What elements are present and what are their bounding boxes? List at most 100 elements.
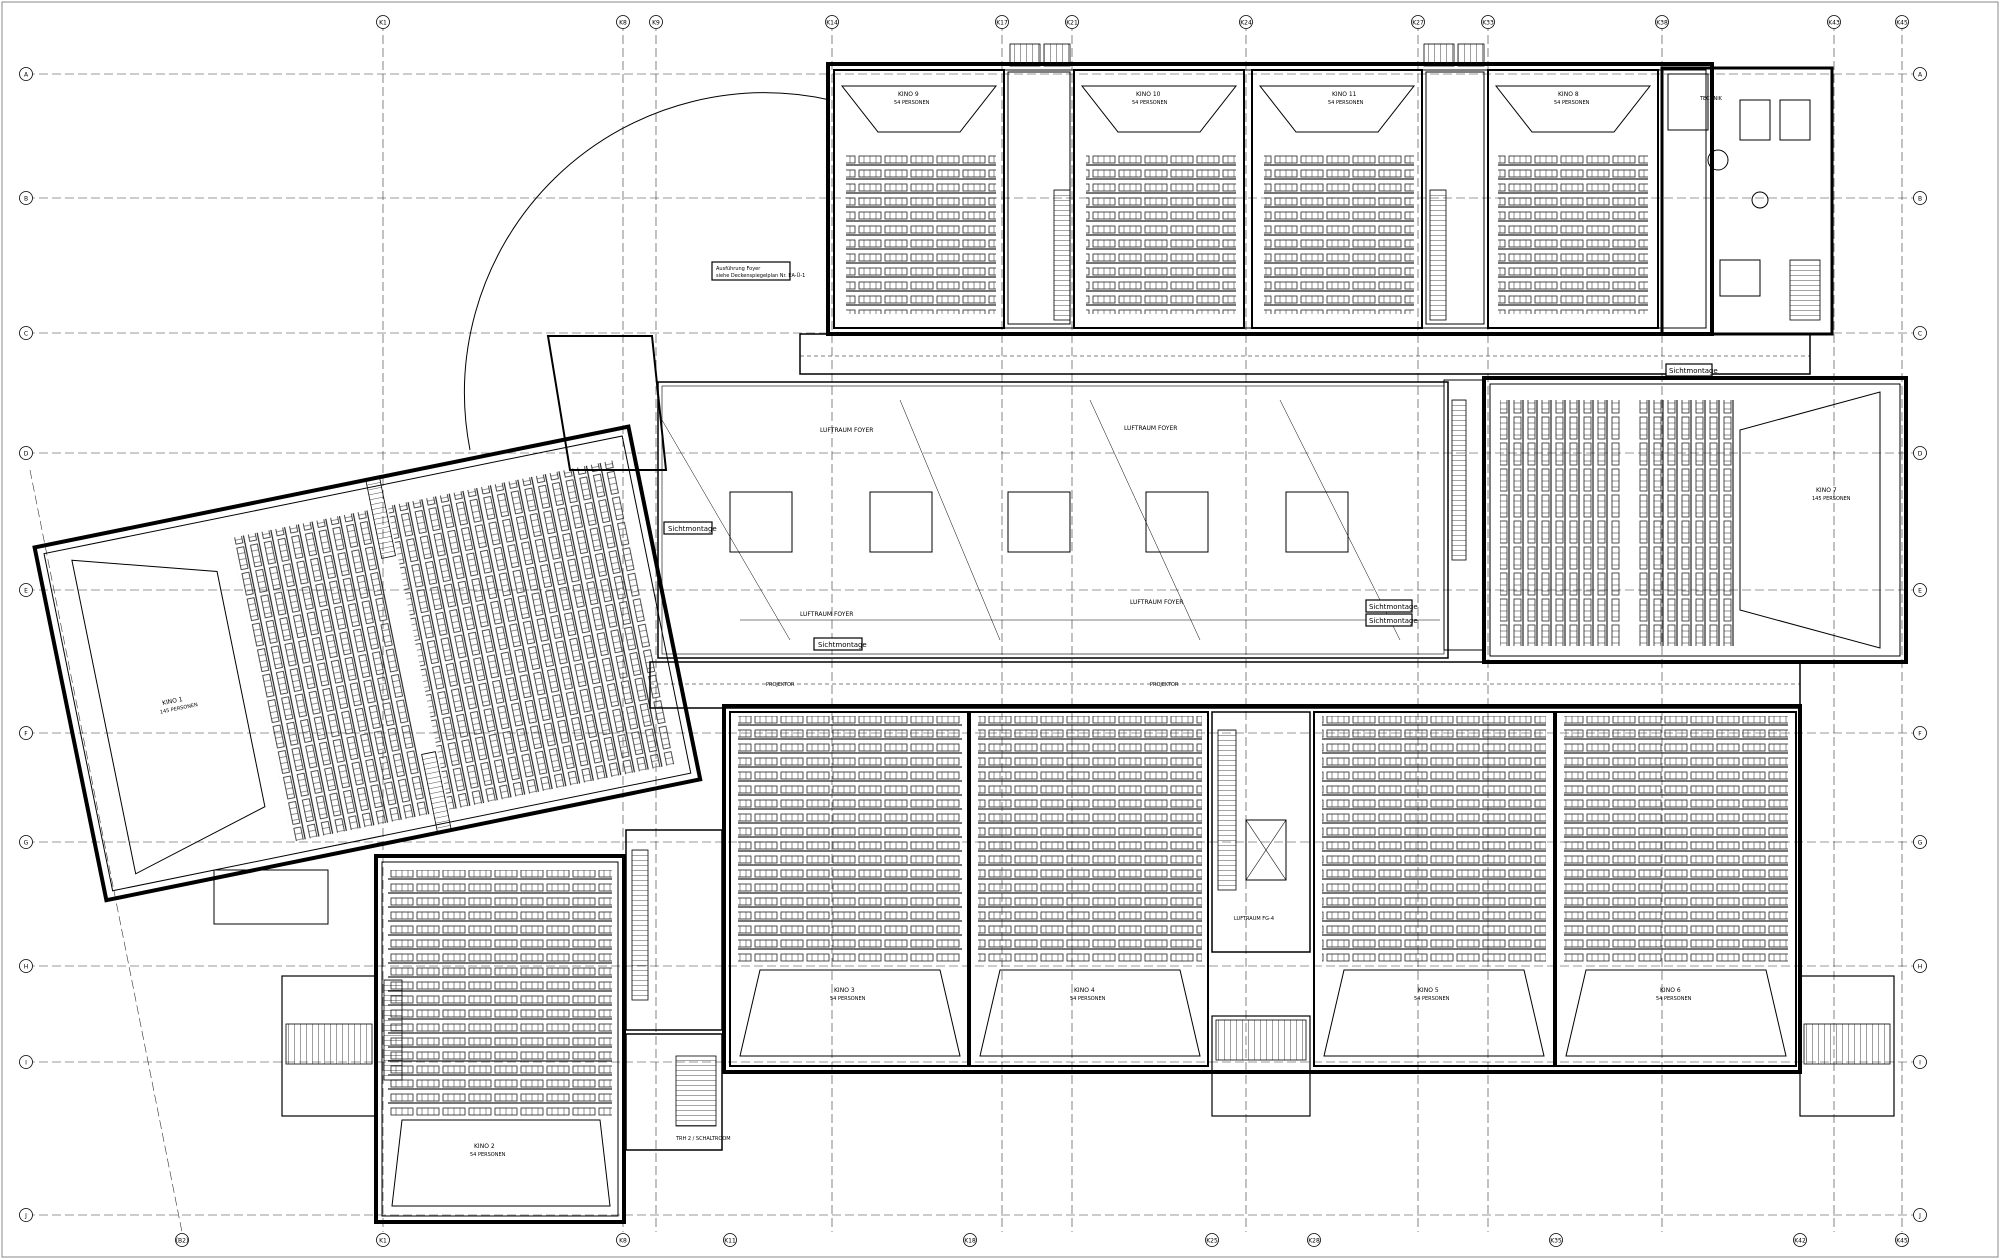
grid-col-top-10: K43 <box>1827 15 1841 29</box>
kino-2-seats: 54 PERSONEN <box>470 1152 506 1158</box>
kino-10-hall <box>1073 69 1245 329</box>
grid-col-bottom-6: K28 <box>1307 1233 1321 1247</box>
svg-text:K35: K35 <box>1550 1237 1562 1244</box>
kino-9-name: KINO 9 <box>898 91 919 98</box>
grid-row-H-left: H <box>19 959 33 973</box>
grid-row-G-left: G <box>19 835 33 849</box>
svg-text:K1: K1 <box>379 19 387 26</box>
grid-row-B-left: B <box>19 191 33 205</box>
svg-text:I: I <box>1919 1059 1921 1066</box>
svg-text:G: G <box>24 839 29 846</box>
foyer-note-line-2: siehe Deckenspiegelplan Nr. EA-Ü-1 <box>716 272 805 279</box>
svg-text:A: A <box>1918 71 1923 78</box>
svg-text:K33: K33 <box>1482 19 1494 26</box>
svg-text:K43: K43 <box>1828 19 1840 26</box>
grid-row-H-right: H <box>1913 959 1927 973</box>
svg-text:D: D <box>24 450 29 457</box>
grid-col-top-4: K17 <box>995 15 1009 29</box>
grid-col-top-9: K38 <box>1655 15 1669 29</box>
kino-8-seats: 54 PERSONEN <box>1554 100 1590 106</box>
kino-3-seats: 54 PERSONEN <box>830 996 866 1002</box>
grid-row-E-left: E <box>19 583 33 597</box>
projektor-label-2: PROJEKTOR <box>1150 682 1179 688</box>
svg-text:E: E <box>24 587 28 594</box>
grid-col-bottom-0: (B2) <box>175 1233 189 1247</box>
grid-col-bottom-5: K25 <box>1205 1233 1219 1247</box>
grid-col-top-8: K33 <box>1481 15 1495 29</box>
svg-text:K25: K25 <box>1206 1237 1218 1244</box>
luftraum-foyer-label-1: LUFTRAUM FOYER <box>820 427 873 434</box>
kino-6-name: KINO 6 <box>1660 987 1681 994</box>
grid-axis-b2 <box>29 469 183 1233</box>
projektor-label-1: PROJEKTOR <box>766 682 795 688</box>
sichtmontage-3: Sichtmontage <box>1369 603 1418 611</box>
svg-text:K42: K42 <box>1794 1237 1806 1244</box>
grid-col-bottom-3: K11 <box>723 1233 737 1247</box>
grid-row-F-left: F <box>19 726 33 740</box>
kino-4-name: KINO 4 <box>1074 987 1095 994</box>
kino-2-name: KINO 2 <box>474 1143 495 1150</box>
svg-text:K11: K11 <box>724 1237 736 1244</box>
grid-row-D-left: D <box>19 446 33 460</box>
grid-row-D-right: D <box>1913 446 1927 460</box>
kino-3-name: KINO 3 <box>834 987 855 994</box>
grid-row-F-right: F <box>1913 726 1927 740</box>
kino-10-seats: 54 PERSONEN <box>1132 100 1168 106</box>
grid-row-C-left: C <box>19 326 33 340</box>
luftraum-foyer-label-4: LUFTRAUM FOYER <box>1130 599 1183 606</box>
grid-col-bottom-8: K42 <box>1793 1233 1807 1247</box>
svg-text:C: C <box>1918 330 1922 337</box>
svg-text:D: D <box>1918 450 1923 457</box>
grid-col-top-1: K8 <box>616 15 630 29</box>
svg-text:K17: K17 <box>996 19 1008 26</box>
svg-text:K24: K24 <box>1240 19 1252 26</box>
kino-1-name: KINO 1 <box>162 696 184 707</box>
svg-text:K8: K8 <box>619 19 627 26</box>
svg-text:A: A <box>24 71 29 78</box>
kino-9-seats: 54 PERSONEN <box>894 100 930 106</box>
grid-col-top-0: K1 <box>376 15 390 29</box>
svg-text:(B2): (B2) <box>176 1237 189 1244</box>
svg-text:K18: K18 <box>964 1237 976 1244</box>
bottom-cinema-block: LUFTRAUM FG-4 KINO 3 54 PERSONEN KINO 4 … <box>722 704 1802 1074</box>
foyer-note-line-1: Ausführung Foyer <box>716 266 761 272</box>
svg-text:K14: K14 <box>826 19 838 26</box>
kino-9-hall <box>833 69 1005 329</box>
grid-row-A-left: A <box>19 67 33 81</box>
kino-11-name: KINO 11 <box>1332 91 1357 98</box>
grid-col-top-11: K45 <box>1895 15 1909 29</box>
svg-text:K8: K8 <box>619 1237 627 1244</box>
sichtmontage-tags: Sichtmontage Sichtmontage Sichtmontage S… <box>663 363 1718 651</box>
grid-row-A-right: A <box>1913 67 1927 81</box>
grid-row-G-right: G <box>1913 835 1927 849</box>
grid-row-J-left: J <box>19 1208 33 1222</box>
exterior-stair-rooms <box>281 975 1895 1117</box>
grid-col-bottom-9: K45 <box>1895 1233 1909 1247</box>
grid-col-top-5: K21 <box>1065 15 1079 29</box>
svg-text:H: H <box>1918 963 1923 970</box>
schaltraum-label: TRH 2 / SCHALTROOM <box>675 1136 731 1142</box>
kino-8-hall <box>1487 69 1659 329</box>
kino-11-seats: 54 PERSONEN <box>1328 100 1364 106</box>
grid-col-top-2: K9 <box>649 15 663 29</box>
grid-col-top-7: K27 <box>1411 15 1425 29</box>
svg-text:B: B <box>1918 195 1922 202</box>
grid-col-bottom-1: K1 <box>376 1233 390 1247</box>
kino-5-seats: 54 PERSONEN <box>1414 996 1450 1002</box>
svg-text:K45: K45 <box>1896 1237 1908 1244</box>
kino-4-seats: 54 PERSONEN <box>1070 996 1106 1002</box>
aufzug-label: LUFTRAUM FG-4 <box>1234 916 1274 922</box>
kino-6-seats: 54 PERSONEN <box>1656 996 1692 1002</box>
kino-1-hall: KINO 1 145 PERSONEN <box>32 424 703 903</box>
kino-7-name: KINO 7 <box>1816 487 1837 494</box>
foyer-area: LUFTRAUM FOYER LUFTRAUM FOYER LUFTRAUM F… <box>657 261 1449 659</box>
svg-text:K27: K27 <box>1412 19 1424 26</box>
kino-7-hall: KINO 7 145 PERSONEN <box>1443 376 1908 664</box>
svg-text:E: E <box>1918 587 1922 594</box>
grid-row-E-right: E <box>1913 583 1927 597</box>
svg-text:J: J <box>24 1212 27 1219</box>
grid-row-I-right: I <box>1913 1055 1927 1069</box>
sichtmontage-5: Sichtmontage <box>1669 367 1718 375</box>
grid-row-B-right: B <box>1913 191 1927 205</box>
